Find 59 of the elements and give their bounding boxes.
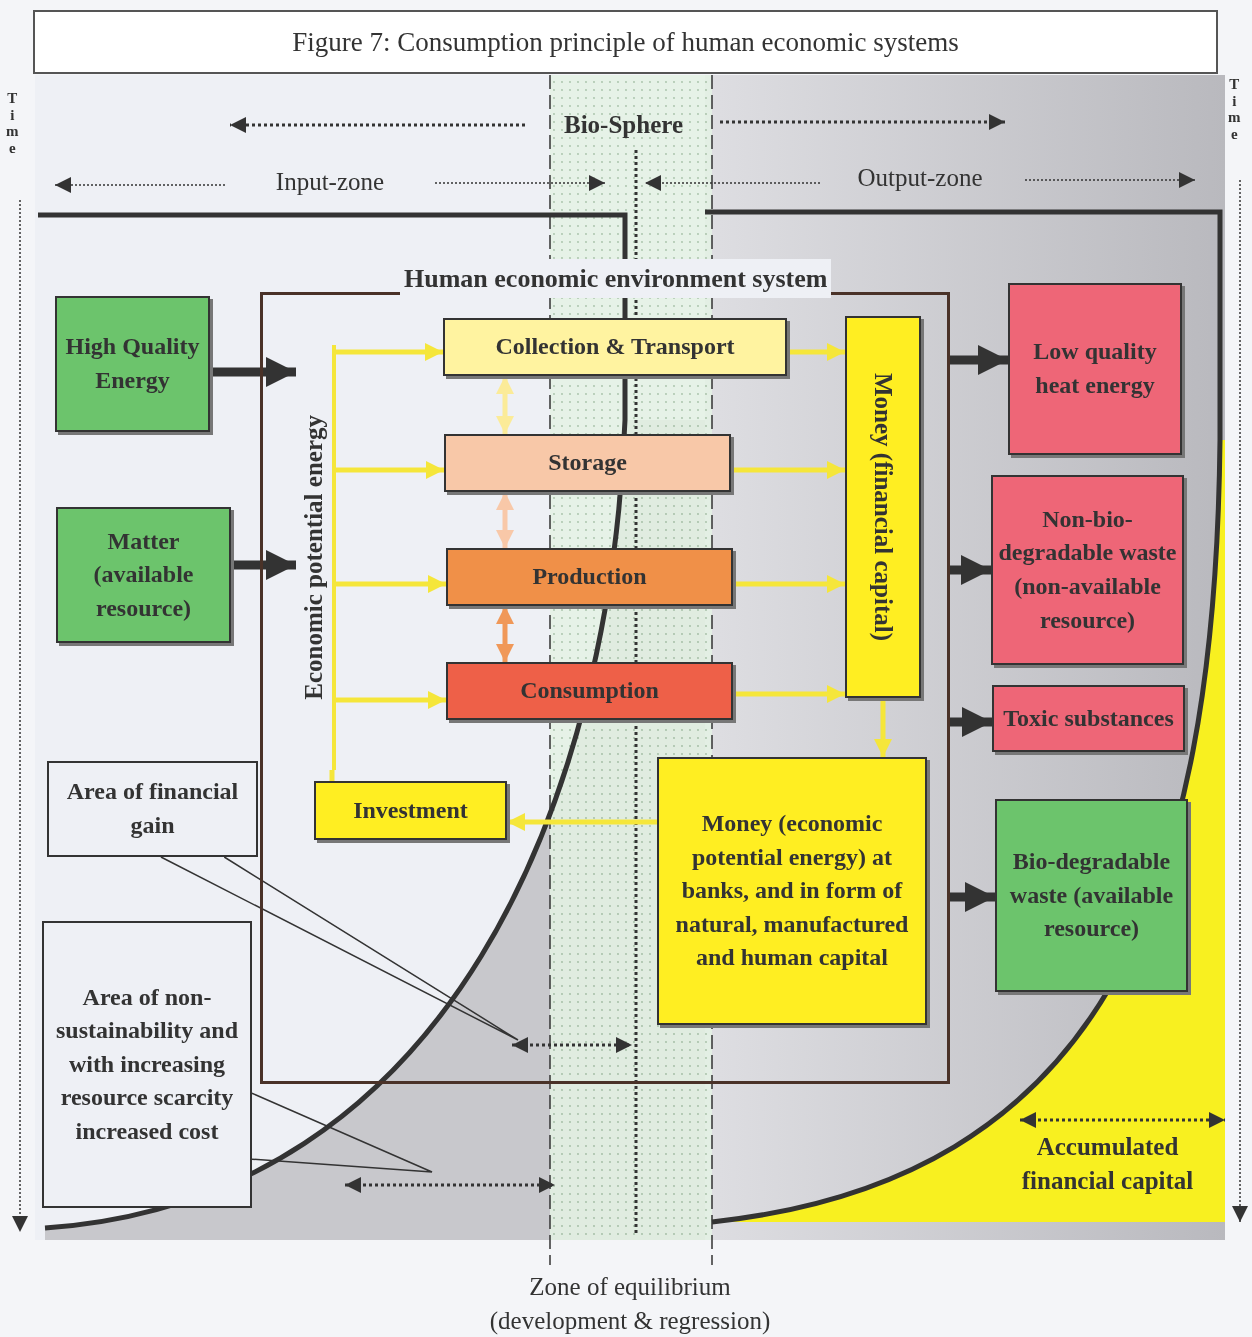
input-box [56,507,231,643]
box-label: Production [532,562,647,592]
process-box [444,434,731,492]
output-box [995,799,1188,992]
box-label: Collection & Transport [495,332,735,362]
box-label: Money (financial capital) [868,373,898,641]
area-label: Accumulated financial capital [1020,1132,1195,1196]
box-label: Area of non-sustainability and with increasing resource scarcity increased cost [54,982,240,1146]
arrow [231,550,296,580]
arrow [950,882,995,912]
arrow [950,707,992,737]
arrow [496,606,514,662]
box-label: Low quality heat energy [1032,337,1158,400]
output-box [992,685,1185,752]
money-box [657,757,927,1025]
process-box [443,318,787,376]
arrow [336,691,446,709]
arrow [496,492,514,548]
callout-box [47,761,258,857]
box-label: Toxic substances [1003,703,1174,733]
time-label: Time [6,90,19,156]
time-label: Time [1228,76,1241,142]
arrow [496,376,514,434]
arrow [874,698,892,757]
output-box [1008,283,1182,455]
zone-label: Bio-Sphere [563,110,684,140]
box-label: Consumption [520,676,659,706]
title-box: Figure 7: Consumption principle of human economic systems [33,10,1218,74]
box-label: Matter (available resource) [92,526,195,623]
arrow [733,685,845,703]
arrow [336,343,443,361]
arrow [731,461,845,479]
investment-box [314,781,507,840]
arrow [336,575,446,593]
arrow [950,555,991,585]
zone-caption: Zone of equilibrium (development & regression) [488,1272,772,1336]
arrow [336,461,444,479]
box-label: Investment [353,795,468,825]
process-box [446,548,733,606]
arrow [507,813,657,831]
box-label: Money (economic potential energy) at banks, and in form of natural, manufactured and human capital [674,809,910,973]
arrow [733,575,845,593]
box-label: Area of financial gain [65,777,240,840]
zone-label: Output-zone [856,163,984,193]
arrow [787,343,845,361]
zone-label: Input-zone [274,167,386,197]
input-box [55,296,210,432]
output-box [991,475,1184,665]
box-label: Non-bio-degradable waste (non-available resource) [997,504,1178,635]
arrow [210,357,296,387]
arrow [950,345,1008,375]
box-label: Bio-degradable waste (available resource) [1008,847,1175,944]
box-label: Storage [548,448,627,478]
box-label: High Quality Energy [64,332,201,395]
money-box [845,316,921,698]
callout-box [42,921,252,1208]
system-title: Human economic environment system [400,259,832,298]
process-box [446,662,733,720]
box-label: Economic potential energy [299,415,329,700]
